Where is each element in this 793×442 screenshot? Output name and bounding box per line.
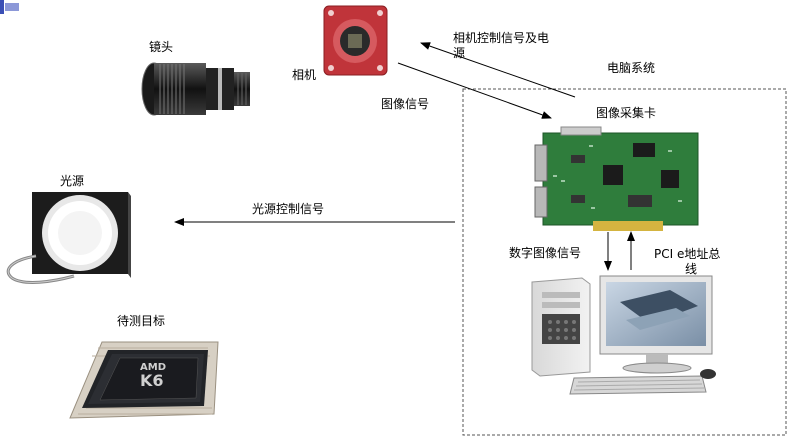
corner-mark [0,0,20,14]
camera-control-arrow [420,42,576,98]
camera-control-label: 相机控制信号及电 [453,31,550,45]
pc-system-box [462,88,787,436]
pcie-bus-label-cont: 线 [685,262,698,276]
capture-card-label: 图像采集卡 [596,106,657,120]
chip-image: AMD K6 [68,336,226,426]
pc-system-label: 电脑系统 [607,61,656,75]
target-label: 待测目标 [117,314,166,328]
pcie-bus-label: PCI e地址总 [654,247,721,261]
image-signal-label: 图像信号 [381,97,430,111]
light-control-label: 光源控制信号 [252,202,325,216]
camera-label: 相机 [292,68,317,82]
lens-label: 镜头 [149,40,174,54]
light-source-image [2,186,132,290]
chip-brand-text: AMD [140,362,166,373]
image-signal-arrow [397,62,552,119]
lens-image [140,58,255,120]
capture-card-image [533,125,701,235]
digital-signal-label: 数字图像信号 [509,246,582,260]
chip-model-text: K6 [140,371,164,390]
camera-control-label-cont: 源 [453,46,466,60]
computer-image [530,272,725,402]
light-source-label: 光源 [60,174,85,188]
camera-image [323,4,388,77]
